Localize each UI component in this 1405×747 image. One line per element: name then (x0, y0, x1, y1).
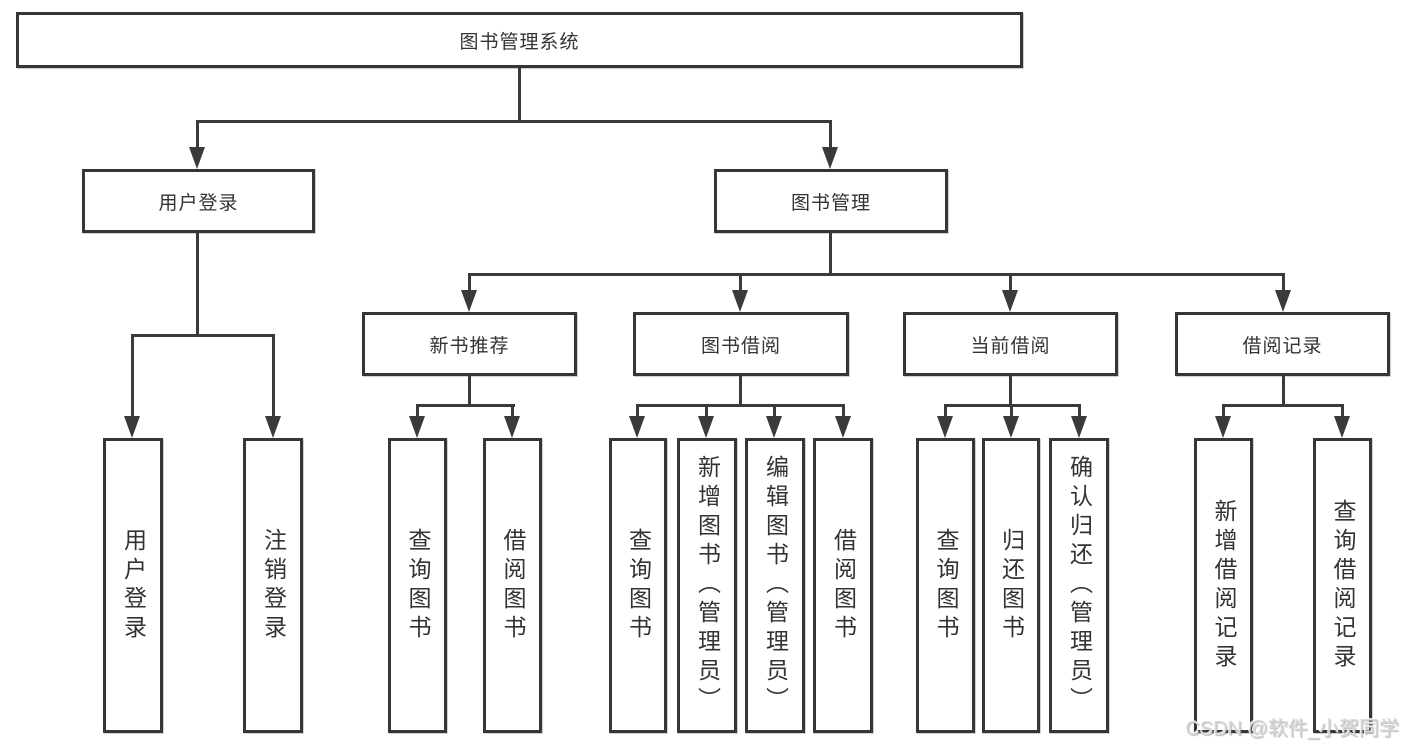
node-label: 查询图书 (933, 527, 959, 644)
csdn-watermark: CSDN @软件_小贺同学 (1185, 718, 1399, 740)
arrow-down-icon (1334, 416, 1350, 438)
connector-line (842, 404, 845, 424)
connector-line (468, 273, 1285, 276)
arrow-down-icon (1275, 290, 1291, 312)
connector-line (1009, 376, 1012, 404)
leaf-user-login: 用户登录 (103, 438, 163, 733)
node-label: 用户登录 (158, 192, 239, 214)
arrow-down-icon (409, 416, 425, 438)
node-label: 查询图书 (625, 527, 652, 644)
node-label: 编辑图书（管理员） (762, 455, 789, 716)
node-borrowing-records: 借阅记录 (1175, 312, 1390, 376)
connector-line (511, 404, 514, 424)
node-label: 借阅记录 (1242, 335, 1323, 357)
connector-line (1010, 404, 1013, 424)
arrow-down-icon (1003, 416, 1019, 438)
node-label: 新增借阅记录 (1211, 498, 1237, 673)
leaf-borrow-books-recommend: 借阅图书 (483, 438, 542, 733)
connector-line (1222, 404, 1225, 424)
node-label: 注销登录 (260, 527, 287, 644)
arrow-down-icon (822, 147, 838, 169)
leaf-query-books-recommend: 查询图书 (388, 438, 447, 733)
connector-line (705, 404, 708, 424)
leaf-add-books-admin: 新增图书（管理员） (677, 438, 737, 733)
leaf-query-borrow-record: 查询借阅记录 (1313, 438, 1372, 733)
connector-line (829, 233, 832, 273)
connector-line (636, 404, 639, 424)
arrow-down-icon (265, 416, 281, 438)
connector-line (944, 404, 947, 424)
node-label: 图书管理系统 (459, 31, 580, 53)
connector-line (416, 404, 515, 407)
arrow-down-icon (124, 416, 140, 438)
connector-line (468, 273, 471, 294)
node-label: 用户登录 (120, 527, 147, 644)
node-current-borrowing: 当前借阅 (903, 312, 1118, 376)
node-book-borrowing: 图书借阅 (633, 312, 849, 376)
connector-line (468, 376, 471, 404)
connector-line (416, 404, 419, 424)
node-label: 查询图书 (405, 527, 431, 644)
connector-line (1078, 404, 1081, 424)
connector-line (739, 376, 742, 404)
node-book-management: 图书管理 (714, 169, 948, 233)
arrow-down-icon (1002, 290, 1018, 312)
connector-line (829, 120, 832, 151)
leaf-edit-books-admin: 编辑图书（管理员） (745, 438, 805, 733)
connector-line (1341, 404, 1344, 424)
arrow-down-icon (937, 416, 953, 438)
leaf-query-books-borrow: 查询图书 (609, 438, 667, 733)
arrow-down-icon (189, 147, 205, 169)
arrow-down-icon (835, 416, 851, 438)
arrow-down-icon (504, 416, 520, 438)
node-label: 新书推荐 (429, 335, 510, 357)
node-user-login: 用户登录 (82, 169, 315, 233)
connector-line (131, 334, 134, 422)
node-label: 图书管理 (790, 192, 871, 214)
node-label: 确认归还（管理员） (1066, 455, 1093, 716)
connector-line (196, 120, 832, 123)
arrow-down-icon (766, 416, 782, 438)
leaf-add-borrow-record: 新增借阅记录 (1194, 438, 1253, 733)
connector-line (196, 120, 199, 151)
node-label: 图书借阅 (700, 335, 781, 357)
arrow-down-icon (1071, 416, 1087, 438)
arrow-down-icon (461, 290, 477, 312)
connector-line (272, 334, 275, 422)
leaf-confirm-return-admin: 确认归还（管理员） (1049, 438, 1109, 733)
leaf-return-books: 归还图书 (982, 438, 1040, 733)
node-label: 当前借阅 (970, 335, 1051, 357)
connector-line (196, 233, 199, 334)
connector-line (1282, 376, 1285, 404)
connector-line (1009, 273, 1012, 294)
node-label: 新增图书（管理员） (694, 455, 721, 716)
arrow-down-icon (698, 416, 714, 438)
connector-line (1282, 273, 1285, 294)
connector-line (131, 334, 275, 337)
node-label: 查询借阅记录 (1330, 498, 1356, 673)
node-library-management-system: 图书管理系统 (16, 12, 1023, 68)
connector-line (636, 404, 845, 407)
connector-line (518, 68, 521, 120)
connector-line (773, 404, 776, 424)
leaf-borrow-books: 借阅图书 (813, 438, 873, 733)
connector-line (1222, 404, 1344, 407)
node-label: 归还图书 (998, 527, 1025, 644)
node-new-book-recommend: 新书推荐 (362, 312, 577, 376)
connector-line (739, 273, 742, 294)
arrow-down-icon (629, 416, 645, 438)
arrow-down-icon (732, 290, 748, 312)
node-label: 借阅图书 (500, 527, 526, 644)
arrow-down-icon (1215, 416, 1231, 438)
node-label: 借阅图书 (830, 527, 857, 644)
leaf-logout: 注销登录 (243, 438, 303, 733)
leaf-query-books-current: 查询图书 (916, 438, 975, 733)
